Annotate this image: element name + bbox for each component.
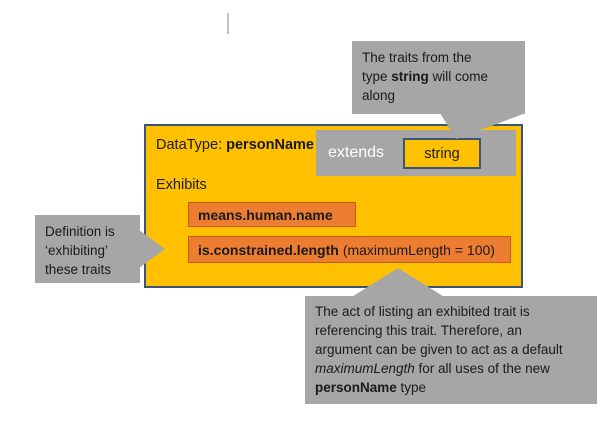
line5-post: type: [396, 380, 427, 395]
callout-string-note: The traits from the type string will com…: [352, 41, 525, 114]
line2-bold: string: [391, 69, 429, 84]
callout-act-note: The act of listing an exhibited trait is…: [305, 296, 597, 404]
extends-group: extends string: [316, 130, 516, 176]
callout-string-line3: along: [362, 88, 396, 103]
line4-italic: maximumLength: [315, 361, 415, 376]
callout-act-line4: maximumLength for all uses of the new: [315, 359, 589, 378]
callout-act-line1: The act of listing an exhibited trait is: [315, 304, 530, 319]
callout-definition-tail: [139, 230, 165, 268]
callout-definition-line1: Definition is: [45, 224, 115, 239]
callout-definition-text: Definition is ‘exhibiting’ these traits: [45, 222, 140, 279]
callout-act-line2: referencing this trait. Therefore, an: [315, 323, 522, 338]
trait-chip-means-human-name[interactable]: means.human.name: [188, 202, 356, 227]
callout-act-tail: [350, 268, 446, 298]
trait-name: is.constrained.length: [198, 241, 339, 258]
callout-string-line2: type string will come: [362, 67, 515, 86]
callout-definition-line2: ‘exhibiting’: [45, 243, 109, 258]
line5-bold: personName: [315, 380, 397, 395]
trait-chip-is-constrained-length[interactable]: is.constrained.length(maximumLength = 10…: [188, 236, 511, 263]
callout-string-tail: [440, 113, 526, 139]
datatype-title-prefix: DataType:: [156, 137, 227, 153]
callout-definition-line3: these traits: [45, 262, 112, 277]
datatype-title-name: personName: [226, 137, 314, 153]
line2-post: will come: [428, 69, 489, 84]
callout-act-line5: personName type: [315, 378, 589, 397]
trait-name: means.human.name: [198, 206, 333, 223]
callout-definition-note: Definition is ‘exhibiting’ these traits: [35, 215, 140, 283]
base-type-string-box[interactable]: string: [403, 138, 481, 169]
stray-vertical-rule: [227, 13, 229, 34]
callout-act-text: The act of listing an exhibited trait is…: [315, 302, 589, 397]
extends-keyword: extends: [328, 144, 385, 161]
trait-argument: (maximumLength = 100): [342, 241, 495, 258]
datatype-box: DataType: personName Exhibits extends st…: [144, 124, 523, 288]
exhibits-label: Exhibits: [156, 177, 207, 193]
line2-pre: type: [362, 69, 392, 84]
tail-triangle: [440, 113, 526, 139]
datatype-title: DataType: personName: [156, 136, 314, 154]
callout-string-text: The traits from the type string will com…: [362, 48, 515, 105]
callout-act-line3: argument can be given to act as a defaul…: [315, 342, 563, 357]
tail-triangle: [139, 230, 165, 268]
tail-triangle: [350, 268, 446, 298]
line4-post: for all uses of the new: [414, 361, 550, 376]
callout-string-line1: The traits from the: [362, 50, 472, 65]
